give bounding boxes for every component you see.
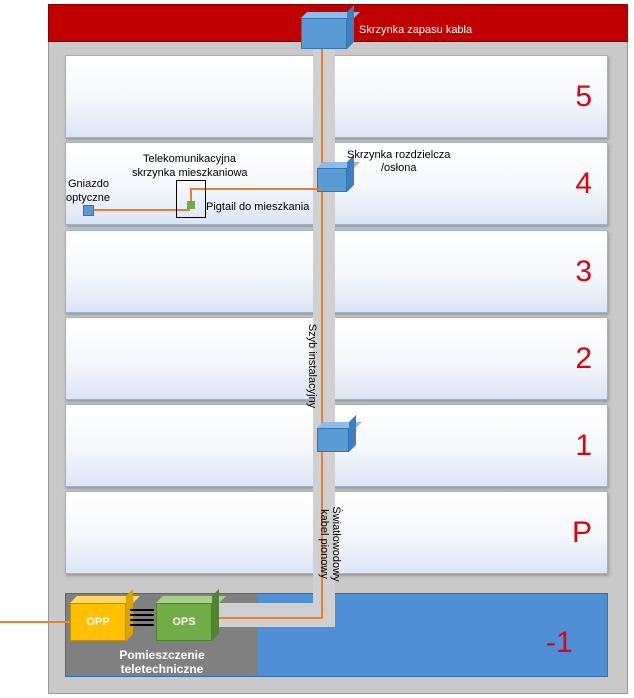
shaft-label: Szyb instalacyjny	[306, 323, 319, 409]
floor-1-splice-box	[317, 428, 349, 452]
patch-cord-2	[130, 614, 154, 616]
distribution-box	[317, 168, 347, 192]
cable-reserve-box-label: Skrzynka zapasu kabla	[359, 24, 473, 36]
floor-number-5: 5	[575, 80, 592, 113]
opp-box: OPP	[70, 603, 126, 641]
apartment-fiber-line	[190, 188, 321, 190]
riser-cable-label-line2: kabel pionowy	[318, 509, 330, 579]
riser-cable-label-line1: Światłowodowy	[330, 506, 342, 582]
optical-socket-label-line2: optyczne	[66, 192, 111, 204]
ops-box: OPS	[156, 603, 212, 641]
floor-number-3: 3	[575, 255, 592, 288]
cable-reserve-box	[301, 18, 347, 49]
home-telecom-box-label-line1: Telekomunikacyjna	[143, 153, 236, 165]
riser-cable-label: Światłowodowy kabel pionowy	[318, 499, 342, 589]
pigtail-connector	[187, 201, 195, 209]
home-telecom-box	[176, 180, 206, 218]
floor-number-4: 4	[575, 167, 592, 200]
apartment-fiber-drop	[190, 188, 192, 206]
apartment-fiber-to-socket	[88, 209, 190, 211]
floor-p	[65, 491, 608, 574]
optical-socket	[83, 205, 94, 216]
optical-socket-label-line1: Gniazdo	[68, 178, 109, 190]
pigtail-label: Pigtail do mieszkania	[206, 201, 310, 213]
floor-number-2: 2	[575, 342, 592, 375]
home-telecom-box-label-line2: skrzynka mieszkaniowa	[132, 167, 248, 179]
installation-shaft-horizontal	[214, 603, 335, 627]
floor-number-p: P	[571, 516, 592, 549]
telecom-room-label-line2: teletechniczne	[120, 662, 204, 676]
floor-number-1: 1	[575, 429, 592, 462]
floor-3	[65, 230, 608, 313]
floor-number-basement: -1	[546, 626, 573, 659]
telecom-room-label: Pomieszczenie teletechniczne	[66, 648, 258, 676]
telecom-room-label-line1: Pomieszczenie	[119, 648, 205, 662]
ops-label: OPS	[172, 616, 196, 628]
floor-2	[65, 317, 608, 400]
patch-cord-1	[130, 609, 154, 611]
external-cable-line	[0, 621, 70, 623]
floor-5	[65, 55, 608, 138]
riser-cable-line	[321, 42, 323, 619]
distribution-box-label-line2: /osłona	[381, 162, 417, 174]
riser-cable-basement-line	[214, 617, 323, 619]
patch-cord-3	[130, 619, 154, 621]
patch-cord-4	[130, 624, 154, 626]
distribution-box-label-line1: Skrzynka rozdzielcza	[347, 149, 451, 161]
opp-label: OPP	[86, 616, 110, 628]
